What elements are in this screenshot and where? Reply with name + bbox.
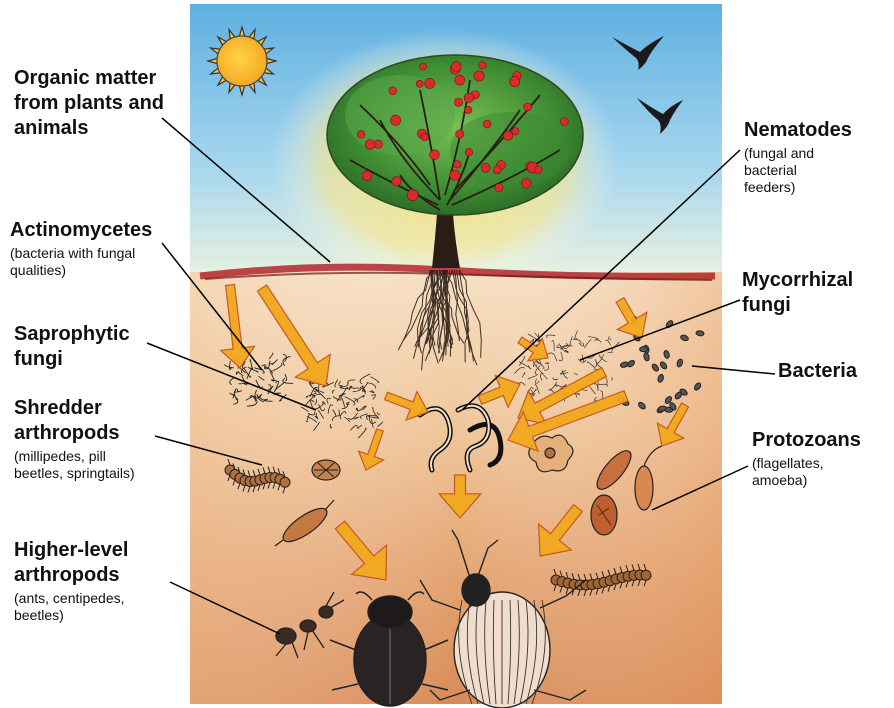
label-actinomycetes: Actinomycetes (bacteria with fungal qual… bbox=[10, 218, 180, 279]
label-title: Organic matter from plants and animals bbox=[14, 67, 164, 139]
sun-icon bbox=[208, 27, 276, 95]
label-subtitle: (bacteria with fungal qualities) bbox=[10, 245, 160, 279]
label-title: Higher-level arthropods bbox=[14, 539, 128, 586]
label-nematodes: Nematodes (fungal and bacterial feeders) bbox=[744, 118, 884, 196]
label-shredder-arthropods: Shredder arthropods (millipedes, pill be… bbox=[14, 396, 154, 482]
label-saprophytic-fungi: Saprophytic fungi bbox=[14, 322, 134, 372]
label-title: Shredder arthropods bbox=[14, 397, 120, 444]
label-mycorrhizal-fungi: Mycorrhizal fungi bbox=[742, 268, 882, 318]
label-title: Nematodes bbox=[744, 119, 852, 141]
label-subtitle: (flagellates, amoeba) bbox=[752, 455, 862, 489]
label-protozoans: Protozoans (flagellates, amoeba) bbox=[752, 428, 890, 489]
label-title: Protozoans bbox=[752, 429, 861, 451]
label-subtitle: (ants, centipedes, beetles) bbox=[14, 590, 154, 624]
label-title: Saprophytic fungi bbox=[14, 323, 130, 370]
label-organic-matter: Organic matter from plants and animals bbox=[14, 66, 164, 141]
label-title: Actinomycetes bbox=[10, 219, 152, 241]
label-title: Bacteria bbox=[778, 360, 857, 382]
flagellate-icon bbox=[635, 466, 653, 510]
label-higher-level-arthropods: Higher-level arthropods (ants, centipede… bbox=[14, 538, 164, 624]
label-bacteria: Bacteria bbox=[778, 359, 888, 384]
label-title: Mycorrhizal fungi bbox=[742, 269, 853, 316]
label-subtitle: (millipedes, pill beetles, springtails) bbox=[14, 448, 144, 482]
label-subtitle: (fungal and bacterial feeders) bbox=[744, 145, 844, 196]
pill-beetle-icon bbox=[312, 460, 340, 480]
